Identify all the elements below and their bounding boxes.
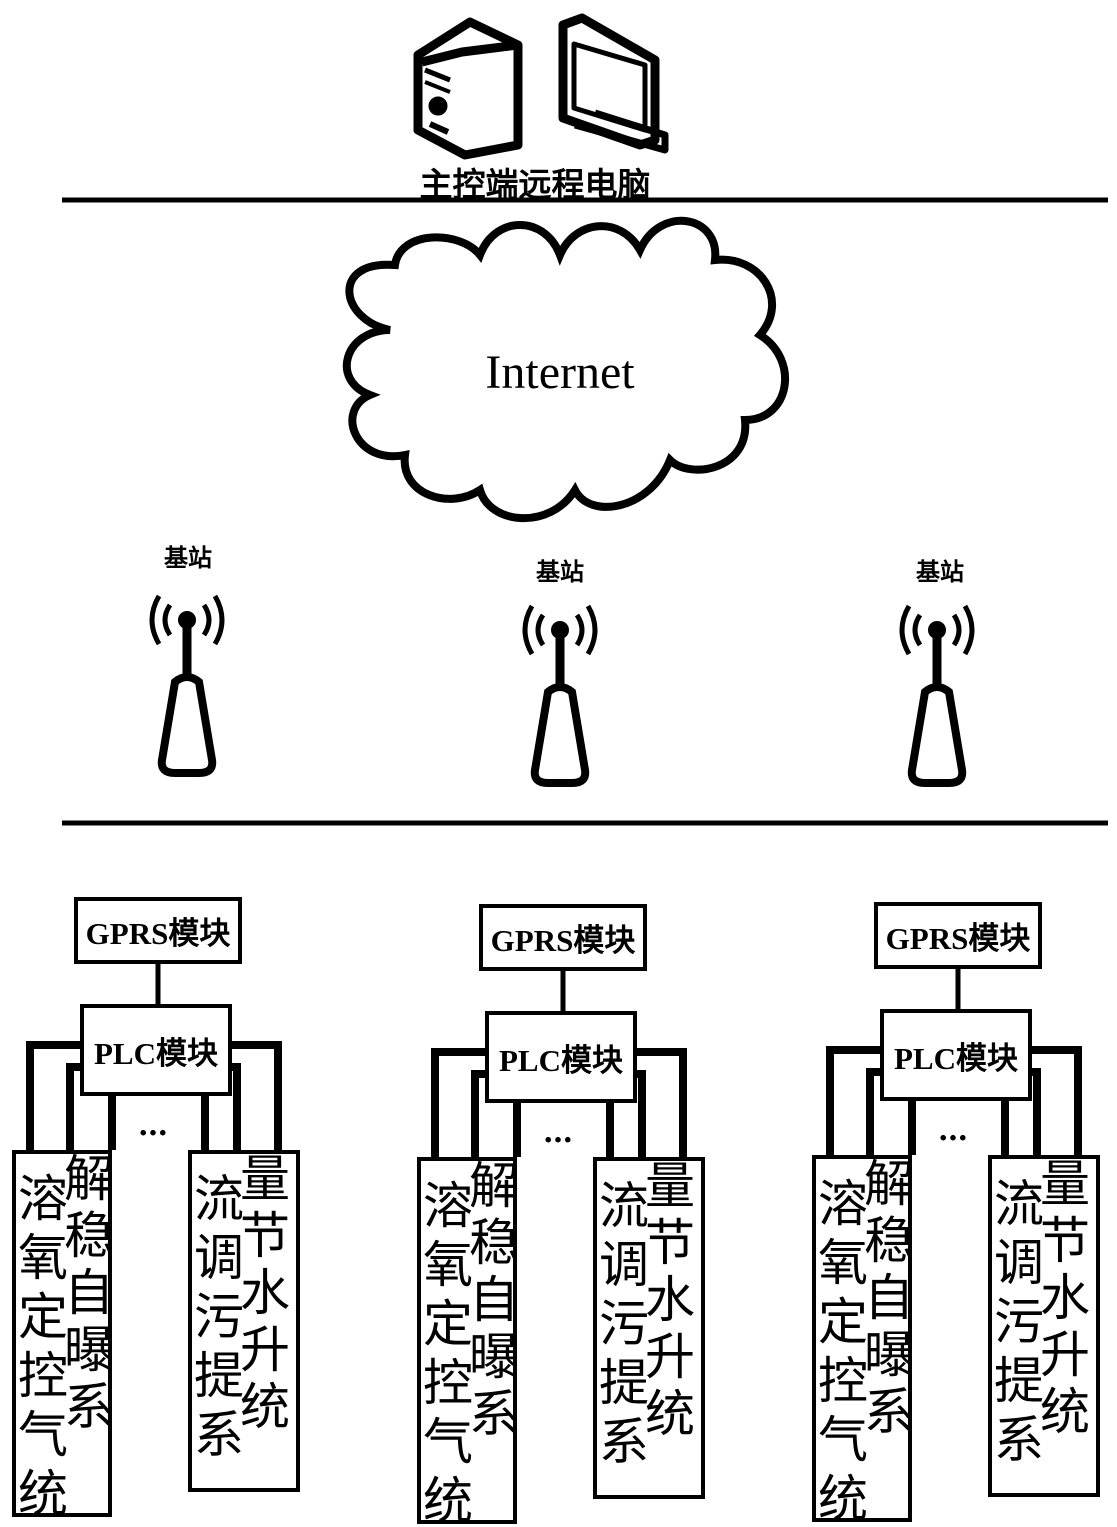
system-label-char: 曝 <box>469 1328 519 1386</box>
gprs-module-box: GPRS模块 <box>74 897 242 964</box>
system-label-char: 节 <box>240 1207 290 1265</box>
system-label-char: 系 <box>599 1413 649 1471</box>
system-label-char: 升 <box>240 1321 290 1379</box>
system-label-char: 定 <box>818 1293 868 1351</box>
system-label-char: 提 <box>194 1347 244 1405</box>
ellipsis: … <box>138 1108 170 1143</box>
connection-wires <box>431 969 687 1157</box>
internet-label: Internet <box>485 346 635 399</box>
gprs-module-box: GPRS模块 <box>479 904 647 971</box>
system-label-char: 水 <box>645 1271 695 1329</box>
system-label-char: 统 <box>818 1470 868 1527</box>
base-station-label: 基站 <box>536 558 584 586</box>
system-label-char: 流 <box>599 1177 649 1235</box>
system-label-char: 系 <box>64 1378 114 1436</box>
plc-module-box: PLC模块 <box>80 1004 232 1096</box>
system-label-char: 系 <box>194 1406 244 1464</box>
aeration-system-box: 溶解氧稳定自控曝气系统 <box>12 1150 114 1523</box>
plc-module-box: PLC模块 <box>485 1011 637 1103</box>
system-label-char: 稳 <box>64 1207 114 1265</box>
aeration-system-box: 溶解氧稳定自控曝气系统 <box>417 1157 519 1527</box>
system-label-char: 自 <box>469 1271 519 1329</box>
system-label-char: 溶 <box>423 1177 473 1235</box>
system-label-char: 定 <box>423 1295 473 1353</box>
system-label-char: 控 <box>818 1352 868 1410</box>
system-label-char: 系 <box>864 1383 914 1441</box>
base-station-tower-icon <box>149 594 225 777</box>
system-label-char: 控 <box>18 1347 68 1405</box>
system-label-char: 稳 <box>864 1212 914 1270</box>
system-label-char: 自 <box>64 1264 114 1322</box>
system-label-char: 气 <box>818 1411 868 1469</box>
system-label-char: 定 <box>18 1288 68 1346</box>
system-label-char: 量 <box>240 1150 290 1208</box>
system-label-char: 调 <box>994 1234 1044 1292</box>
system-label-char: 溶 <box>18 1170 68 1228</box>
system-label-char: 污 <box>994 1293 1044 1351</box>
base-station-tower-icon <box>899 604 975 787</box>
ellipsis: … <box>938 1113 970 1148</box>
system-label-char: 流 <box>994 1175 1044 1233</box>
system-label-char: 解 <box>64 1150 114 1208</box>
system-label-char: 控 <box>423 1354 473 1412</box>
system-label-char: 流 <box>194 1170 244 1228</box>
system-label-char: 自 <box>864 1269 914 1327</box>
base-station-tower-icon <box>522 604 598 787</box>
master-remote-computer-label: 主控端远程电脑 <box>419 165 651 204</box>
monitor-icon <box>558 13 669 154</box>
system-label-char: 污 <box>599 1295 649 1353</box>
system-label-char: 系 <box>994 1411 1044 1469</box>
gprs-module-box: GPRS模块 <box>874 902 1042 969</box>
plc-module-box: PLC模块 <box>880 1009 1032 1101</box>
system-label-char: 稳 <box>469 1214 519 1272</box>
base-station-label: 基站 <box>164 544 212 572</box>
system-label-char: 升 <box>645 1328 695 1386</box>
system-label-char: 统 <box>1040 1383 1090 1441</box>
aeration-system-box: 溶解氧稳定自控曝气系统 <box>812 1155 914 1527</box>
connection-wires <box>826 967 1082 1155</box>
system-label-char: 溶 <box>818 1175 868 1233</box>
lift-system-box: 流量调节污水提升系统 <box>188 1150 300 1492</box>
system-label-char: 统 <box>240 1378 290 1436</box>
system-label-char: 调 <box>194 1229 244 1287</box>
system-label-char: 水 <box>240 1264 290 1322</box>
system-label-char: 气 <box>18 1406 68 1464</box>
lift-system-box: 流量调节污水提升系统 <box>593 1157 705 1499</box>
system-label-char: 节 <box>645 1214 695 1272</box>
cloud-icon <box>342 216 789 523</box>
lift-system-box: 流量调节污水提升系统 <box>988 1155 1100 1497</box>
system-label-char: 解 <box>864 1155 914 1213</box>
base-station-label: 基站 <box>916 558 964 586</box>
system-label-char: 曝 <box>64 1321 114 1379</box>
system-label-char: 调 <box>599 1236 649 1294</box>
system-label-char: 量 <box>645 1157 695 1215</box>
system-label-char: 水 <box>1040 1269 1090 1327</box>
system-label-char: 氧 <box>423 1236 473 1294</box>
system-label-char: 系 <box>469 1385 519 1443</box>
system-label-char: 节 <box>1040 1212 1090 1270</box>
connection-wires <box>26 962 282 1150</box>
system-label-char: 升 <box>1040 1326 1090 1384</box>
system-label-char: 统 <box>423 1472 473 1527</box>
system-label-char: 污 <box>194 1288 244 1346</box>
system-label-char: 提 <box>599 1354 649 1412</box>
system-label-char: 氧 <box>18 1229 68 1287</box>
server-tower-icon <box>413 17 523 160</box>
system-label-char: 统 <box>645 1385 695 1443</box>
system-label-char: 提 <box>994 1352 1044 1410</box>
system-label-char: 量 <box>1040 1155 1090 1213</box>
system-label-char: 氧 <box>818 1234 868 1292</box>
ellipsis: … <box>543 1115 575 1150</box>
system-label-char: 统 <box>18 1465 68 1523</box>
system-label-char: 曝 <box>864 1326 914 1384</box>
system-label-char: 气 <box>423 1413 473 1471</box>
system-label-char: 解 <box>469 1157 519 1215</box>
